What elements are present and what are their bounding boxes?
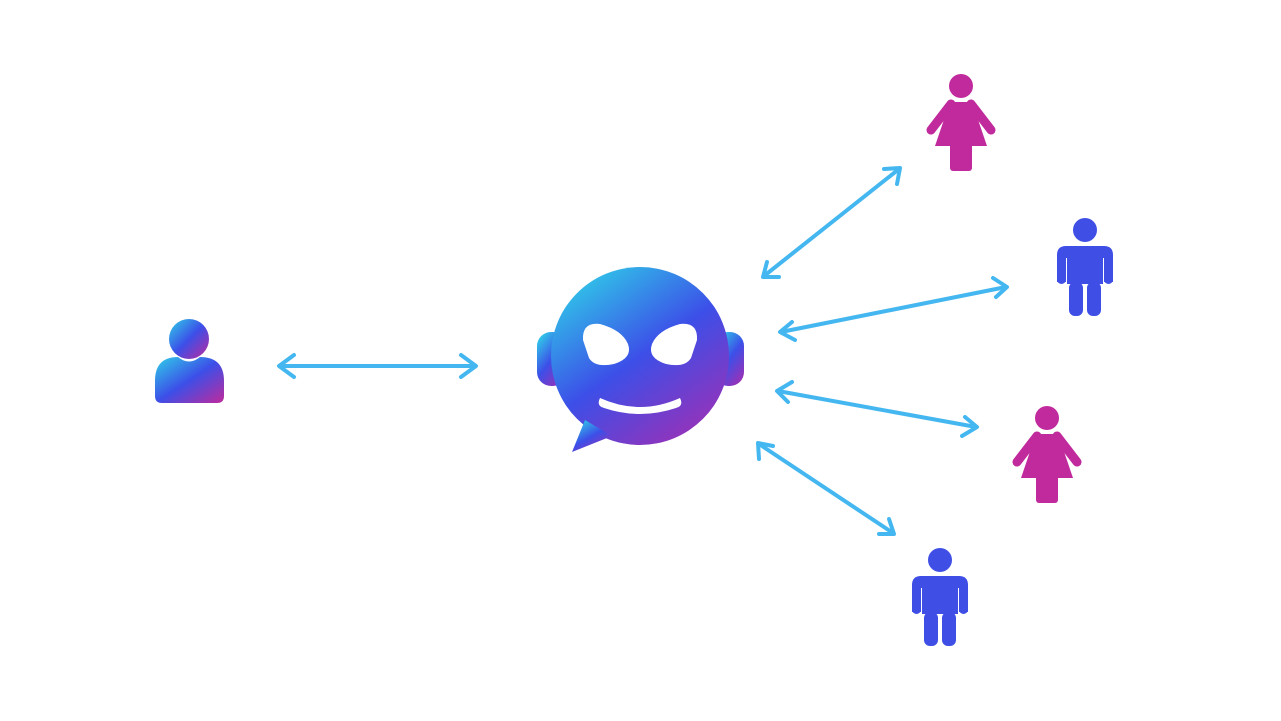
male-person-icon — [912, 548, 968, 646]
female-person-icon — [1012, 406, 1082, 503]
arrow-chatbot-person-4 — [756, 441, 896, 536]
female-person-icon — [926, 74, 996, 171]
arrow-chatbot-person-2 — [778, 276, 1009, 342]
arrow-chatbot-person-1 — [761, 166, 902, 279]
user-avatar-icon — [155, 316, 224, 403]
chatbot-face-icon — [537, 267, 744, 452]
male-person-icon — [1057, 218, 1113, 316]
arrow-user-chatbot — [277, 353, 478, 379]
arrow-chatbot-person-3 — [775, 380, 979, 438]
